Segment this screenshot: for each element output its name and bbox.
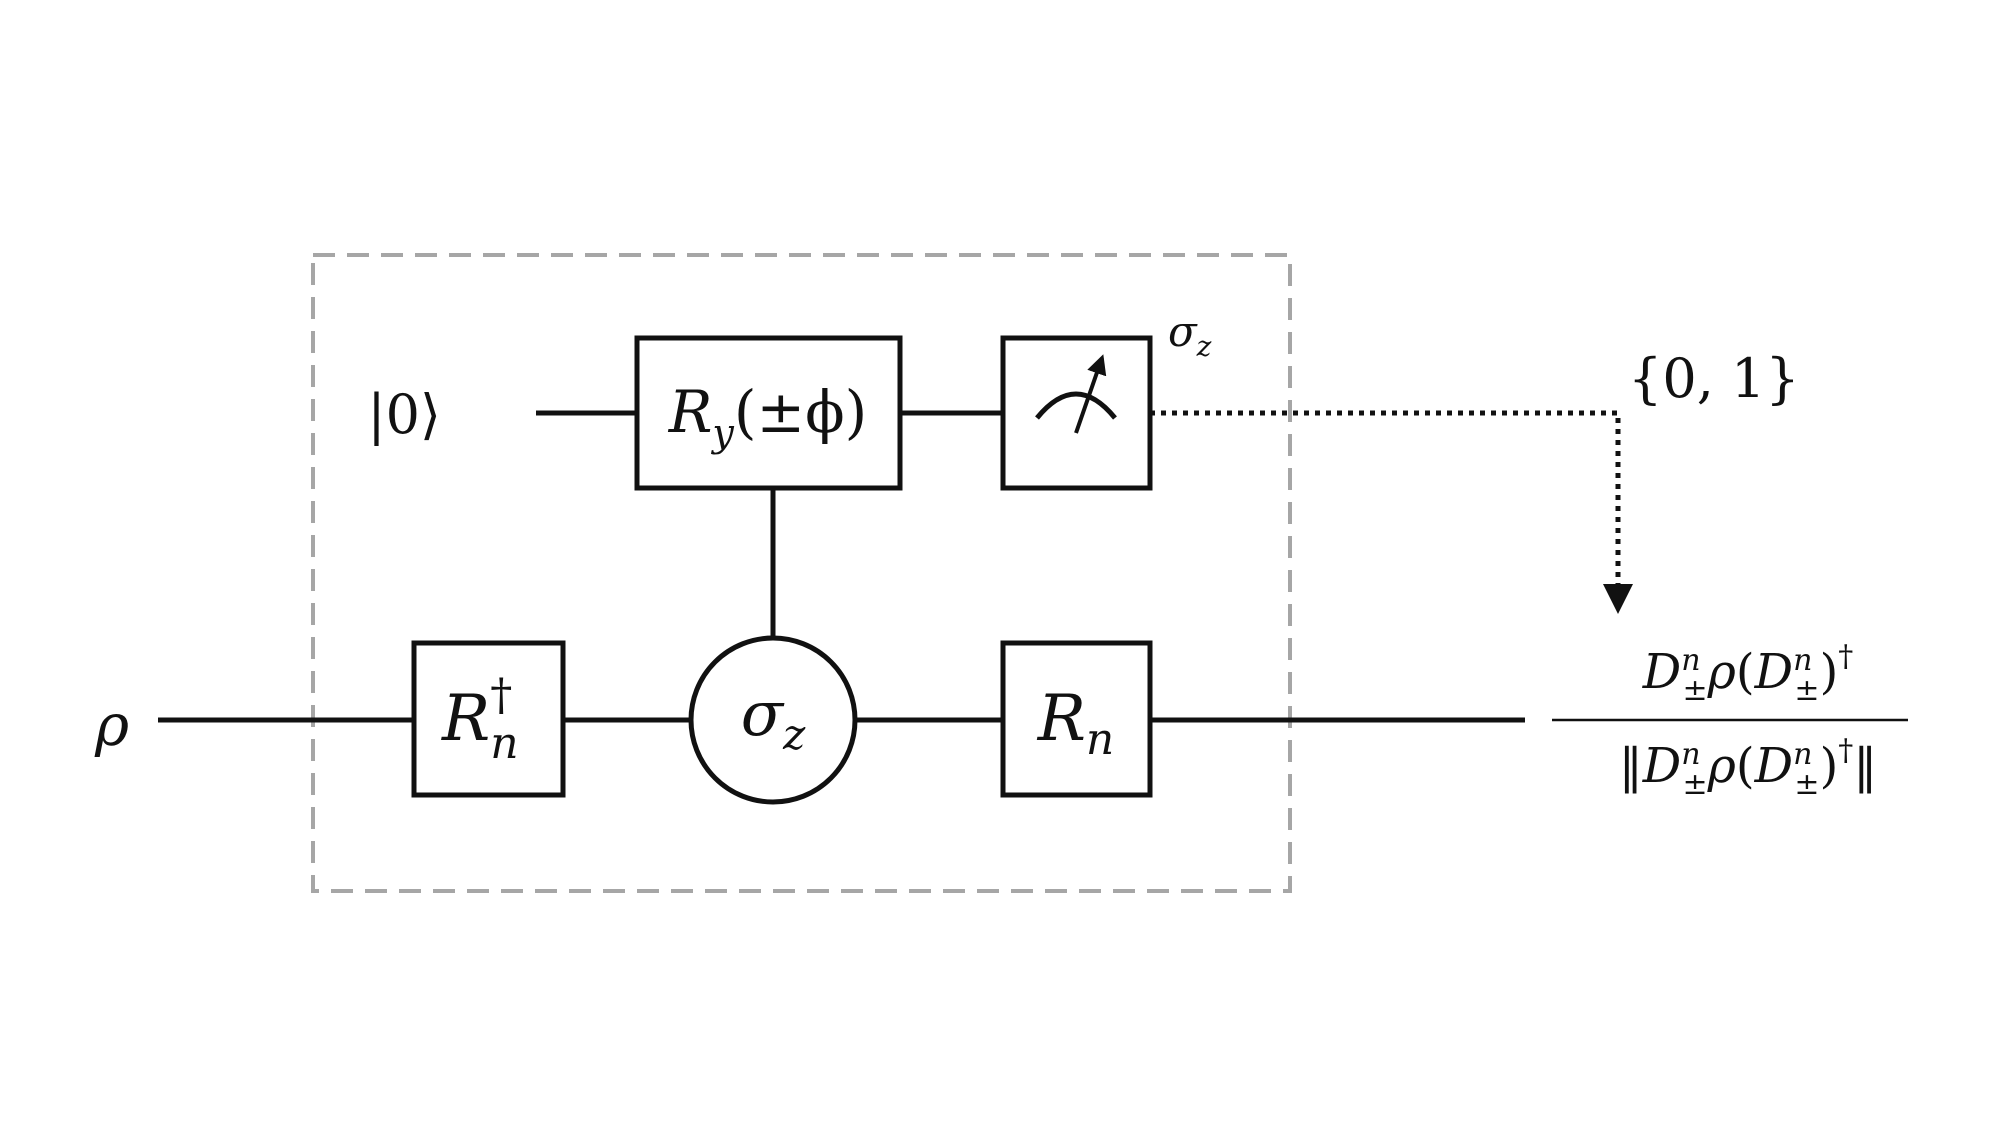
measurement-observable-label: σz xyxy=(1168,307,1212,363)
rn-gate-label: Rn xyxy=(1037,682,1115,765)
dilation-group-box xyxy=(311,253,1292,893)
output-denominator: ‖Dn±ρ(Dn±)†‖ xyxy=(1619,733,1878,802)
input-state-rho: ρ xyxy=(94,691,129,759)
rn-dagger-superscript: † xyxy=(490,670,512,721)
rn-dagger-symbol: R xyxy=(441,682,490,756)
ry-subscript: y xyxy=(710,411,734,455)
sigma-symbol: σ xyxy=(741,677,785,750)
rn-symbol: R xyxy=(1037,682,1086,756)
rn-dagger-subscript: n xyxy=(490,718,518,769)
ket-close: ⟩ xyxy=(420,383,441,446)
output-numerator: Dn±ρ(Dn±)† xyxy=(1642,639,1854,708)
rn-dagger-gate-box xyxy=(411,640,566,798)
rn-gate-box xyxy=(1000,640,1153,798)
observable-subscript: z xyxy=(1196,330,1212,363)
ket-open: | xyxy=(367,383,385,446)
output-state-fraction: Dn±ρ(Dn±)† ‖Dn±ρ(Dn±)†‖ xyxy=(1552,639,1908,802)
ry-symbol: R xyxy=(668,378,713,446)
sigma-subscript: z xyxy=(782,710,806,759)
ry-gate-box xyxy=(634,335,903,491)
measurement-outcomes: {0, 1} xyxy=(1628,347,1800,410)
sigma-z-control-label: σz xyxy=(741,677,806,759)
observable-symbol: σ xyxy=(1168,307,1198,356)
meter-icon xyxy=(1035,354,1117,434)
ket-value: 0 xyxy=(386,383,420,446)
ancilla-state-label: |0⟩ xyxy=(367,383,441,446)
ry-gate-label: Ry(±ϕ) xyxy=(668,378,868,455)
measurement-box xyxy=(1000,335,1153,491)
sigma-z-control-circle xyxy=(688,635,858,805)
classical-wire xyxy=(1150,410,1633,614)
ry-argument: (±ϕ) xyxy=(734,378,867,446)
rn-subscript: n xyxy=(1086,714,1114,765)
rn-dagger-label: R†n xyxy=(441,670,519,769)
